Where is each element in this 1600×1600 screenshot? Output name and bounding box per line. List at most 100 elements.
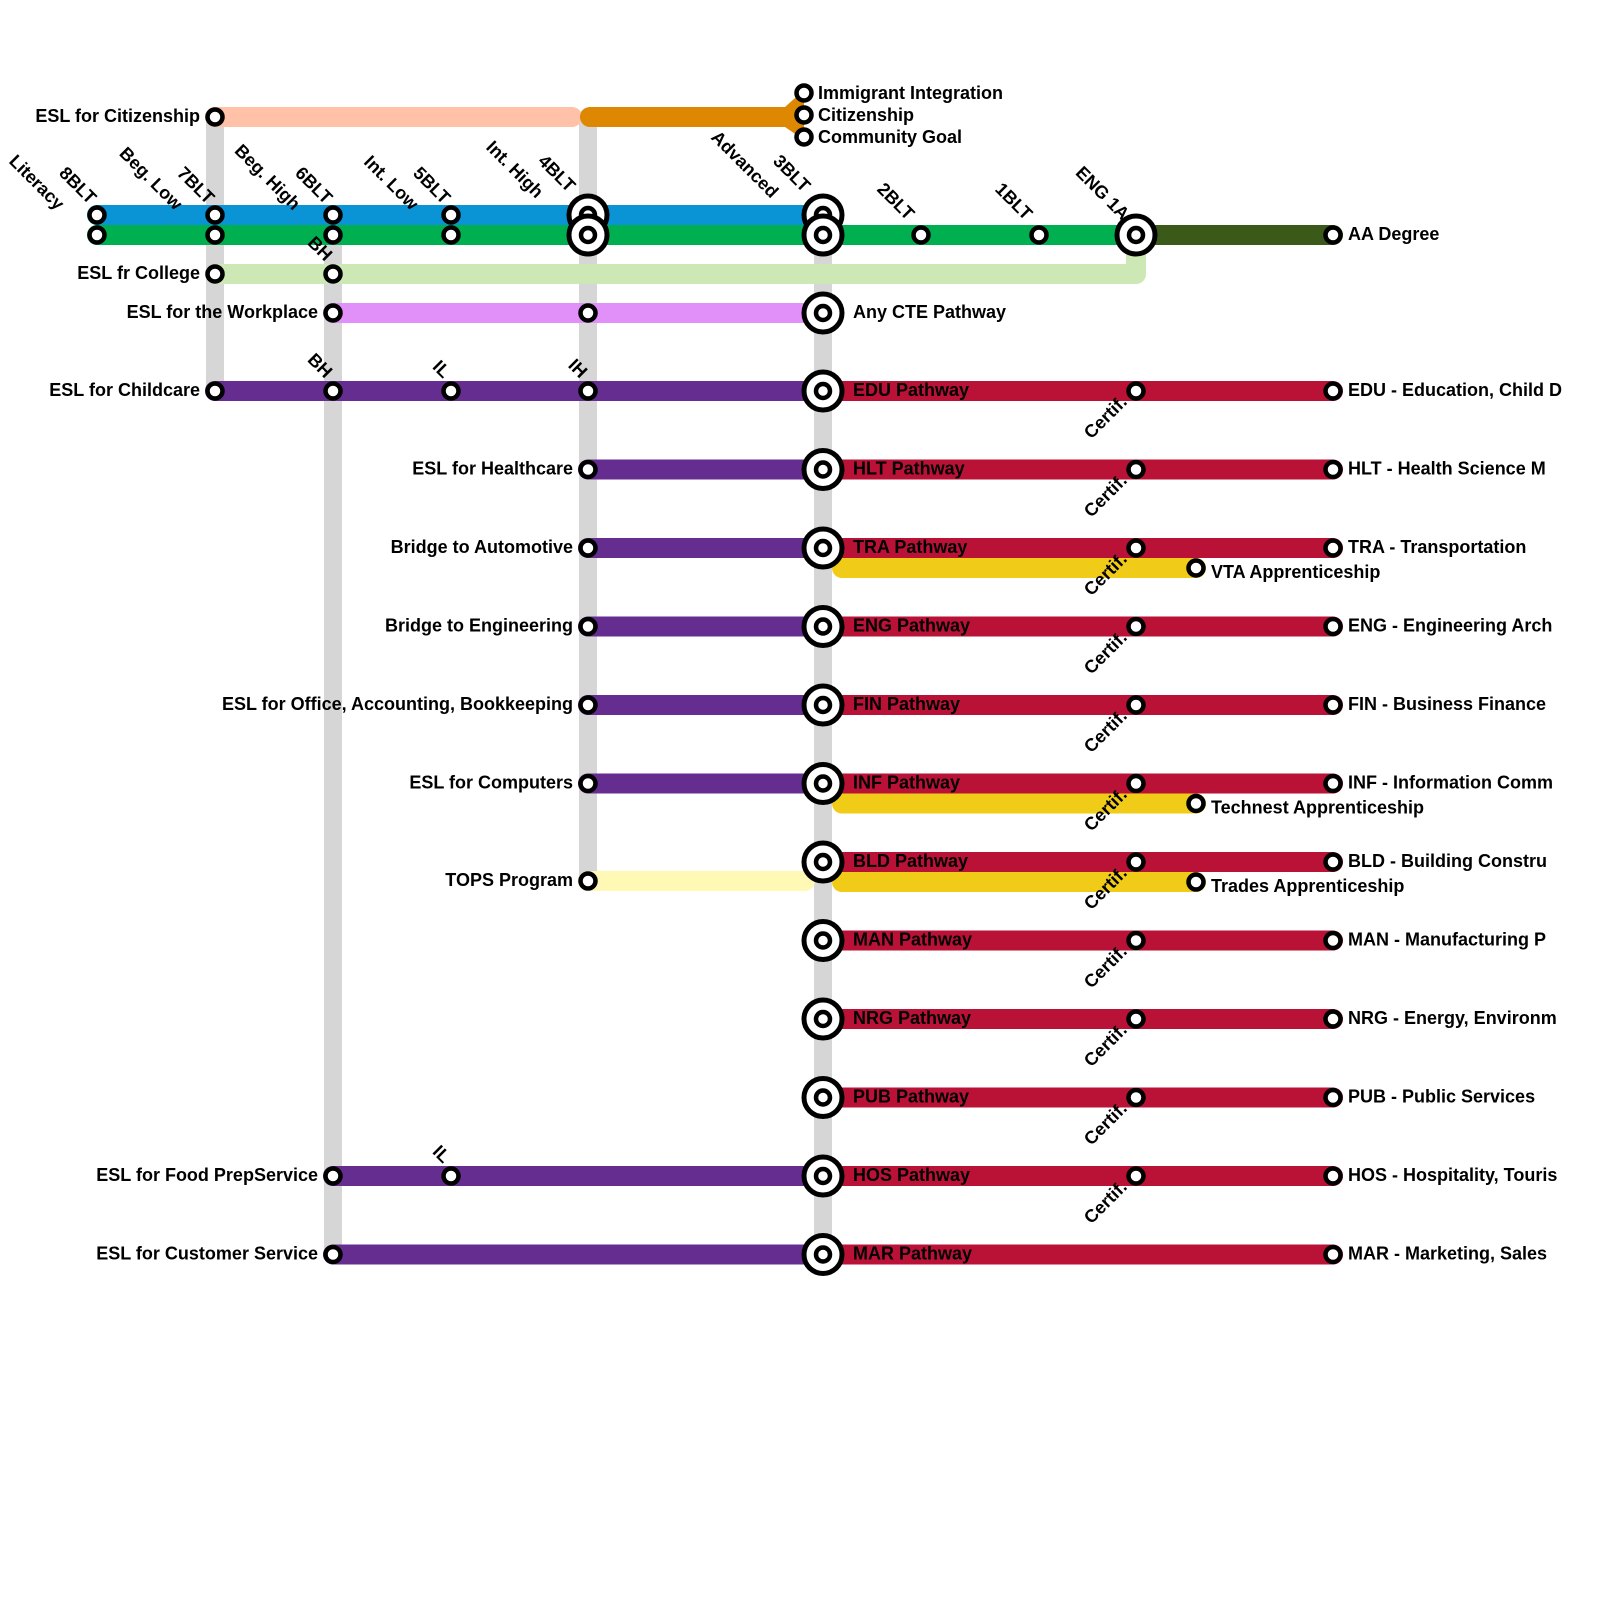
station-office[interactable] <box>578 695 598 715</box>
pathway-hub[interactable] <box>801 1154 845 1198</box>
level-hub-green[interactable] <box>566 213 610 257</box>
certificate-station[interactable] <box>1126 1009 1146 1029</box>
apprenticeship-station[interactable] <box>1186 872 1206 892</box>
outcome-station[interactable] <box>1323 459 1343 480</box>
pathway-hub[interactable] <box>801 1233 845 1276</box>
station-foodprep[interactable] <box>323 1166 343 1186</box>
degree-station[interactable] <box>1323 225 1343 245</box>
credit-hub[interactable] <box>1114 213 1158 257</box>
level-station-blue[interactable] <box>323 205 343 225</box>
certificate-station[interactable] <box>1126 459 1146 480</box>
apprenticeship-label: Trades Apprenticeship <box>1211 876 1404 896</box>
level-station-green[interactable] <box>441 225 461 245</box>
outcome-label: BLD - Building Constru <box>1348 851 1547 871</box>
outcome-label: INF - Information Comm <box>1348 773 1553 793</box>
goal-station[interactable] <box>794 83 814 103</box>
hub-inner-ring <box>813 225 833 245</box>
certificate-station[interactable] <box>1126 538 1146 558</box>
station-college[interactable] <box>205 264 225 284</box>
level-station-blue[interactable] <box>87 205 107 225</box>
station-tops[interactable] <box>578 871 598 891</box>
goal-label: Community Goal <box>818 127 962 147</box>
pathway-hub[interactable] <box>801 448 845 491</box>
station-childcare[interactable] <box>205 381 225 401</box>
apprenticeship-label: VTA Apprenticeship <box>1211 562 1380 582</box>
outcome-station[interactable] <box>1323 538 1343 558</box>
goal-station[interactable] <box>794 127 814 147</box>
outcome-station[interactable] <box>1323 930 1343 951</box>
outcome-station[interactable] <box>1323 1009 1343 1029</box>
outcome-station[interactable] <box>1323 1244 1343 1265</box>
station-workplace[interactable] <box>323 303 343 323</box>
certificate-station[interactable] <box>1126 616 1146 637</box>
station-workplace-ih[interactable] <box>578 303 598 323</box>
hub-inner-ring <box>813 774 833 793</box>
credit-label: ENG 1A <box>1072 162 1134 224</box>
outcome-station[interactable] <box>1323 616 1343 637</box>
credit-station[interactable] <box>911 225 931 245</box>
station-bh-college[interactable] <box>323 264 343 284</box>
pathway-hub[interactable] <box>801 683 845 727</box>
sublevel-label: IL <box>429 356 454 381</box>
outcome-station[interactable] <box>1323 1087 1343 1108</box>
station-citizenship[interactable] <box>205 107 225 127</box>
pathway-hub[interactable] <box>801 840 845 884</box>
pathway-hub[interactable] <box>801 997 845 1041</box>
pathway-label: PUB Pathway <box>853 1087 969 1107</box>
hub-inner-ring <box>813 617 833 636</box>
level-station-green[interactable] <box>87 225 107 245</box>
level-station-blue[interactable] <box>205 205 225 225</box>
pathway-label: MAR Pathway <box>853 1244 972 1264</box>
program-label: Bridge to Engineering <box>385 616 573 636</box>
station-bh[interactable] <box>323 381 343 401</box>
station-il[interactable] <box>441 381 461 401</box>
apprenticeship-station[interactable] <box>1186 793 1206 814</box>
pathway-hub[interactable] <box>801 369 845 413</box>
hub-inner-ring <box>578 225 598 245</box>
station-engineering[interactable] <box>578 616 598 637</box>
outcome-label: MAN - Manufacturing P <box>1348 930 1546 950</box>
level-station-blue[interactable] <box>441 205 461 225</box>
cte-hub[interactable] <box>801 291 845 335</box>
hub-inner-ring <box>813 460 833 479</box>
certificate-station[interactable] <box>1126 930 1146 951</box>
credit-station[interactable] <box>1029 225 1049 245</box>
station-customer[interactable] <box>323 1244 343 1265</box>
apprenticeship-station[interactable] <box>1186 558 1206 578</box>
station-healthcare[interactable] <box>578 459 598 480</box>
outcome-station[interactable] <box>1323 852 1343 872</box>
certificate-station[interactable] <box>1126 1166 1146 1186</box>
program-label: TOPS Program <box>445 870 573 890</box>
certificate-station[interactable] <box>1126 773 1146 794</box>
certificate-station[interactable] <box>1126 1087 1146 1108</box>
pathway-label: HLT Pathway <box>853 459 965 479</box>
outcome-station[interactable] <box>1323 1166 1343 1186</box>
pathway-label: NRG Pathway <box>853 1008 971 1028</box>
level-station-green[interactable] <box>205 225 225 245</box>
pathway-hub[interactable] <box>801 919 845 962</box>
outcome-label: NRG - Energy, Environm <box>1348 1008 1557 1028</box>
pathway-hub[interactable] <box>801 605 845 648</box>
pathway-hub[interactable] <box>801 1076 845 1119</box>
program-label: Bridge to Automotive <box>391 537 573 557</box>
station-automotive[interactable] <box>578 538 598 558</box>
hub-inner-ring <box>813 381 833 401</box>
pathway-label: HOS Pathway <box>853 1165 970 1185</box>
station-computers[interactable] <box>578 773 598 794</box>
level-hub-green[interactable] <box>801 213 845 257</box>
outcome-station[interactable] <box>1323 773 1343 794</box>
station-foodprep-il[interactable] <box>441 1166 461 1186</box>
outcome-station[interactable] <box>1323 695 1343 715</box>
pathway-hub[interactable] <box>801 762 845 805</box>
station-ih[interactable] <box>578 381 598 401</box>
certificate-station[interactable] <box>1126 852 1146 872</box>
pathway-label: EDU Pathway <box>853 380 969 400</box>
certificate-station[interactable] <box>1126 381 1146 401</box>
certificate-station[interactable] <box>1126 695 1146 715</box>
goal-station[interactable] <box>794 105 814 125</box>
pathway-hub[interactable] <box>801 526 845 570</box>
outcome-label: TRA - Transportation <box>1348 537 1526 557</box>
outcome-station[interactable] <box>1323 381 1343 401</box>
level-station-green[interactable] <box>323 225 343 245</box>
